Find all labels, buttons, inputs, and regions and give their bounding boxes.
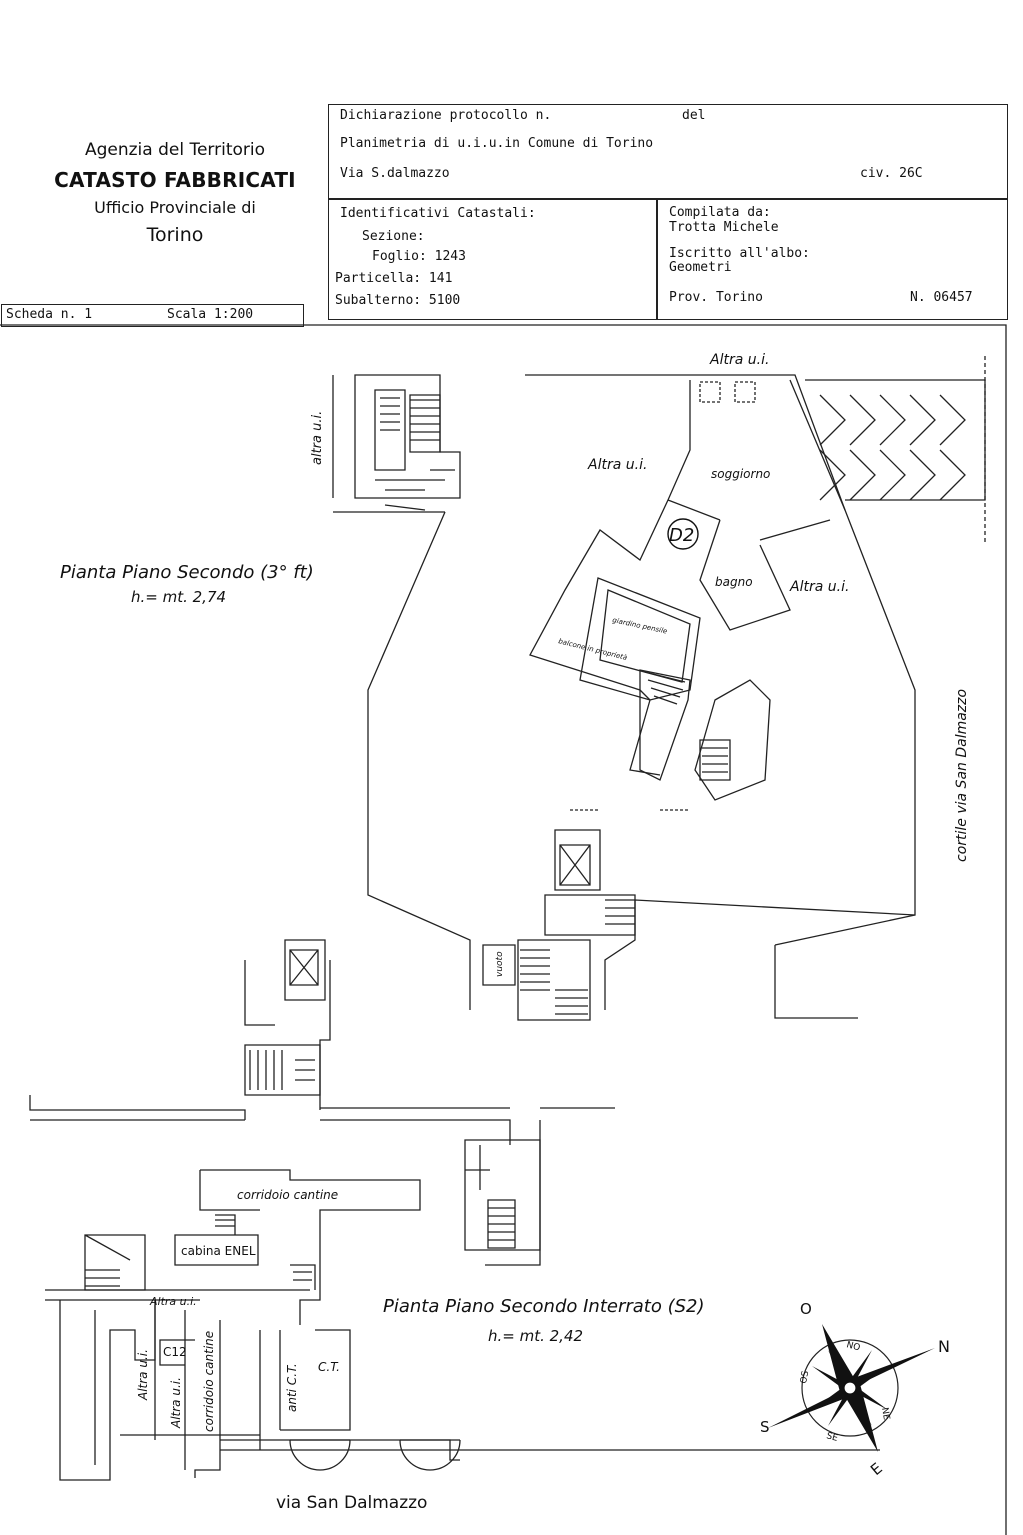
upper-plan-title: Pianta Piano Secondo (3° ft) [60,562,314,583]
parking-hatching [819,394,966,501]
label-cortile: cortile via San Dalmazzo [954,689,970,862]
compass-rose [768,1324,935,1452]
label-balcone: balcone in proprietà [558,637,628,662]
compass-os: OS [799,1370,811,1385]
room-bagno: bagno [715,575,753,589]
label-ct: C.T. [318,1360,340,1374]
label-c12: C12 [163,1345,187,1359]
cabina-enel [174,1234,259,1266]
compass-center [843,1381,857,1395]
ufficio-label: Ufficio Provinciale di [94,198,256,217]
upper-plan-height: h.= mt. 2,74 [131,588,226,606]
lower-lift [284,939,326,1001]
lower-plan-height: h.= mt. 2,42 [488,1327,583,1345]
identifiers-title: Identificativi Catastali: [340,206,536,221]
label-giardino: giardino pensile [612,616,668,635]
compass-ring [801,1339,899,1437]
label-vuoto: vuoto [495,951,505,977]
compass-ne: NE [879,1407,891,1421]
unit-id: D2 [669,525,694,546]
compiler-label: Compilata da: [669,205,771,220]
label-altra-top: Altra u.i. [709,352,769,368]
label-corridoio-cantine-2: corridoio cantine [202,1331,216,1432]
compass-s: S [760,1418,770,1436]
upper-stair-block [354,374,461,499]
registration-number: N. 06457 [910,290,973,305]
compass-n: N [938,1337,950,1356]
compass-e: E [867,1459,886,1479]
compass-no: NO [845,1340,861,1353]
albo-label: Iscritto all'albo: [669,246,810,261]
ufficio-city: Torino [146,224,204,246]
label-altra-lower-2: Altra u.i. [136,1349,150,1401]
civic-number: civ. 26C [860,166,923,181]
catasto-title: CATASTO FABBRICATI [54,168,296,192]
drawing-frame [0,324,1007,1535]
scheda-box [1,304,304,327]
room-soggiorno: soggiorno [711,467,770,481]
compass-o: O [800,1300,812,1318]
central-stair [517,939,591,1021]
label-corridoio-cantine: corridoio cantine [237,1188,338,1202]
label-altra-lower-3: Altra u.i. [169,1377,183,1429]
protocol-del: del [682,108,706,123]
unit-walls [529,380,691,776]
albo-value: Geometri [669,260,732,275]
central-lift [554,829,601,891]
lower-stair [244,1044,321,1096]
lower-plan-title: Pianta Piano Secondo Interrato (S2) [383,1296,705,1317]
particella-field: Particella: 141 [335,271,453,286]
corridor-cantine [199,1169,421,1325]
label-anti-ct: anti C.T. [285,1363,299,1412]
scheda-number: Scheda n. 1 [6,307,93,322]
unit-id-circle [667,518,699,550]
planimetria-label: Planimetria di u.i.u.in Comune di Torino [340,136,654,151]
protocol-box [328,104,1008,200]
lower-outline [29,1095,615,1120]
address-label: Via S.dalmazzo [340,166,450,181]
compass-se: SE [825,1431,839,1444]
foglio-field: Foglio: 1243 [372,249,466,264]
street-label: via San Dalmazzo [276,1493,427,1513]
agency-name: Agenzia del Territorio [84,140,266,160]
province-label: Prov. Torino [669,290,763,305]
balcony-arcs [289,1439,461,1471]
label-altra-mid: Altra u.i. [587,457,647,473]
compiler-box [656,198,1008,320]
label-cabina-enel: cabina ENEL [181,1244,256,1258]
subalterno-field: Subalterno: 5100 [335,293,461,308]
protocol-label: Dichiarazione protocollo n. [340,108,552,123]
label-altra-right: Altra u.i. [789,579,849,595]
scale-label: Scala 1:200 [167,307,254,322]
label-altra-lower: Altra u.i. [149,1295,197,1308]
identifiers-box [328,198,658,320]
compiler-name: Trotta Michele [669,220,779,235]
sezione-field: Sezione: [362,229,425,244]
label-altra-left: altra u.i. [310,411,325,465]
